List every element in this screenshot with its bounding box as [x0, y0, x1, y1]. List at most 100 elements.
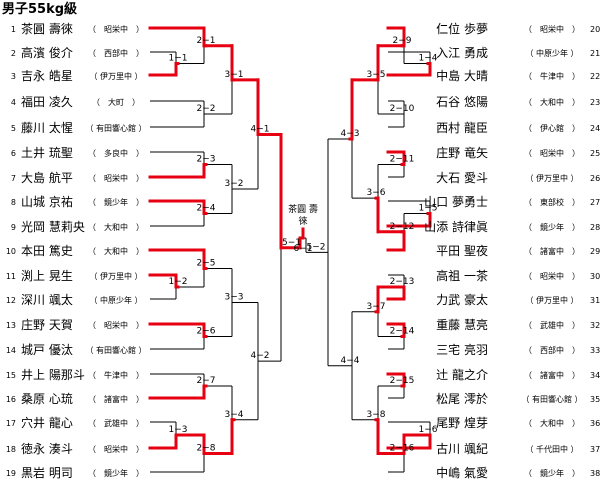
player-number: 27 [590, 198, 600, 207]
player-team: （ 昭栄中 ） [88, 173, 144, 183]
player-number: 19 [6, 469, 16, 478]
player-team: （ 鏡少年 ） [524, 222, 580, 232]
player-name: 渕上 晃生 [21, 269, 73, 283]
player-team: （ 諸富中 ） [524, 246, 580, 256]
player-number: 35 [590, 395, 600, 404]
player-team: （ 大町 ） [92, 97, 140, 107]
player-number: 29 [590, 247, 600, 256]
player-name: 入江 勇成 [436, 46, 488, 60]
player-team: （ 西部中 ） [88, 48, 144, 58]
match-label: 1−1 [169, 54, 188, 64]
player-name: 城戸 優汰 [21, 343, 73, 357]
player-team: （ 鏡少年 ） [88, 468, 144, 478]
player-team: （ 昭栄中 ） [524, 271, 580, 281]
player-number: 20 [590, 25, 600, 34]
player-name: 徳永 湊斗 [21, 441, 73, 456]
match-label: 4−3 [341, 129, 360, 139]
player-name: 光岡 慧莉央 [21, 219, 85, 234]
player-team: （ 有田響心館 ） [85, 123, 146, 133]
player-team: （ 大和中 ） [524, 97, 580, 107]
player-name: 福田 凌久 [21, 94, 73, 109]
match-label: 2−3 [197, 155, 216, 165]
match-label: 5−1 [282, 238, 301, 248]
player-team: （ 伊万里中 ） [525, 173, 578, 183]
player-name: 山添 詩律眞 [424, 220, 488, 234]
match-label: 2−10 [390, 104, 415, 114]
player-team: （ 昭栄中 ） [88, 24, 144, 34]
match-label: 2−14 [390, 327, 415, 337]
player-number: 10 [6, 247, 16, 256]
player-number: 26 [590, 174, 600, 183]
player-name: 尾野 煌芽 [436, 416, 488, 430]
player-number: 34 [590, 371, 600, 380]
player-number: 3 [11, 72, 16, 81]
player-number: 30 [590, 272, 600, 281]
player-name: 吉永 皓星 [21, 69, 73, 83]
player-name: 藤川 太惺 [21, 120, 73, 135]
player-name: 松尾 澪於 [436, 391, 488, 406]
player-number: 28 [590, 223, 600, 232]
player-name: 山城 京祐 [21, 195, 73, 209]
match-label: 4−2 [251, 351, 270, 361]
match-label: 1−2 [169, 277, 188, 287]
player-team: （ 東部校 ） [524, 197, 580, 207]
match-label: 2−12 [390, 222, 415, 232]
player-team: （ 昭栄中 ） [88, 444, 144, 454]
match-label: 2−13 [390, 277, 415, 287]
player-number: 7 [11, 174, 16, 183]
match-label: 2−2 [197, 104, 216, 114]
player-number: 31 [590, 296, 600, 305]
match-label: 6−1 [294, 244, 313, 254]
match-label: 5−2 [307, 242, 326, 252]
player-name: 高祖 一茶 [436, 268, 488, 283]
player-team: （ 牛津中 ） [524, 71, 580, 81]
player-number: 15 [6, 371, 16, 380]
player-number: 18 [6, 445, 16, 454]
player-team: （ 有田響心館 ） [521, 394, 582, 404]
player-team: （ 伊万里中 ） [89, 71, 142, 81]
player-team: （ 大和中 ） [524, 418, 580, 428]
match-label: 3−7 [367, 302, 386, 312]
player-name: 平田 聖夜 [436, 243, 488, 258]
player-team: （ 大和中 ） [88, 222, 144, 232]
player-name: 庄野 天賀 [21, 317, 73, 332]
match-label: 2−6 [197, 327, 216, 337]
player-number: 9 [11, 223, 16, 232]
player-name: 井上 陽那斗 [21, 368, 85, 382]
match-label: 3−3 [225, 293, 244, 303]
bracket-title: 男子55kg級 [2, 1, 77, 17]
champion-name-line2: 徠 [298, 215, 307, 227]
match-label: 1−6 [419, 425, 438, 435]
player-number: 16 [6, 395, 16, 404]
match-label: 4−4 [341, 356, 360, 366]
player-team: （ 大和中 ） [88, 246, 144, 256]
match-label: 3−1 [225, 70, 244, 80]
player-number: 32 [590, 321, 600, 330]
match-label: 2−8 [197, 444, 216, 454]
player-name: 土井 琉聖 [21, 146, 73, 160]
player-number: 13 [6, 321, 16, 330]
player-number: 25 [590, 149, 600, 158]
match-label: 1−5 [419, 204, 438, 214]
player-number: 14 [6, 346, 16, 355]
player-team: （ 伊万里中 ） [525, 295, 578, 305]
player-team: （ 武雄中 ） [88, 418, 144, 428]
player-team: （ 牛津中 ） [88, 370, 144, 380]
champion-name-line1: 茶圓 壽 [288, 203, 318, 215]
player-team: （ 諸富中 ） [524, 370, 580, 380]
player-number: 24 [590, 124, 600, 133]
match-labels: 1−12−12−23−12−32−43−24−11−22−52−63−32−71… [169, 36, 438, 454]
player-number: 23 [590, 98, 600, 107]
player-name: 大石 愛斗 [436, 171, 488, 185]
player-number: 4 [11, 98, 16, 107]
player-name: 桑原 心琉 [21, 392, 73, 406]
match-label: 1−4 [419, 54, 438, 64]
player-name: 古川 颯紀 [436, 441, 488, 456]
match-label: 3−4 [225, 410, 244, 420]
match-label: 3−8 [367, 410, 386, 420]
bracket-lines [150, 45, 431, 473]
player-name: 高濱 俊介 [21, 45, 73, 60]
player-team: （ 西部中 ） [524, 345, 580, 355]
